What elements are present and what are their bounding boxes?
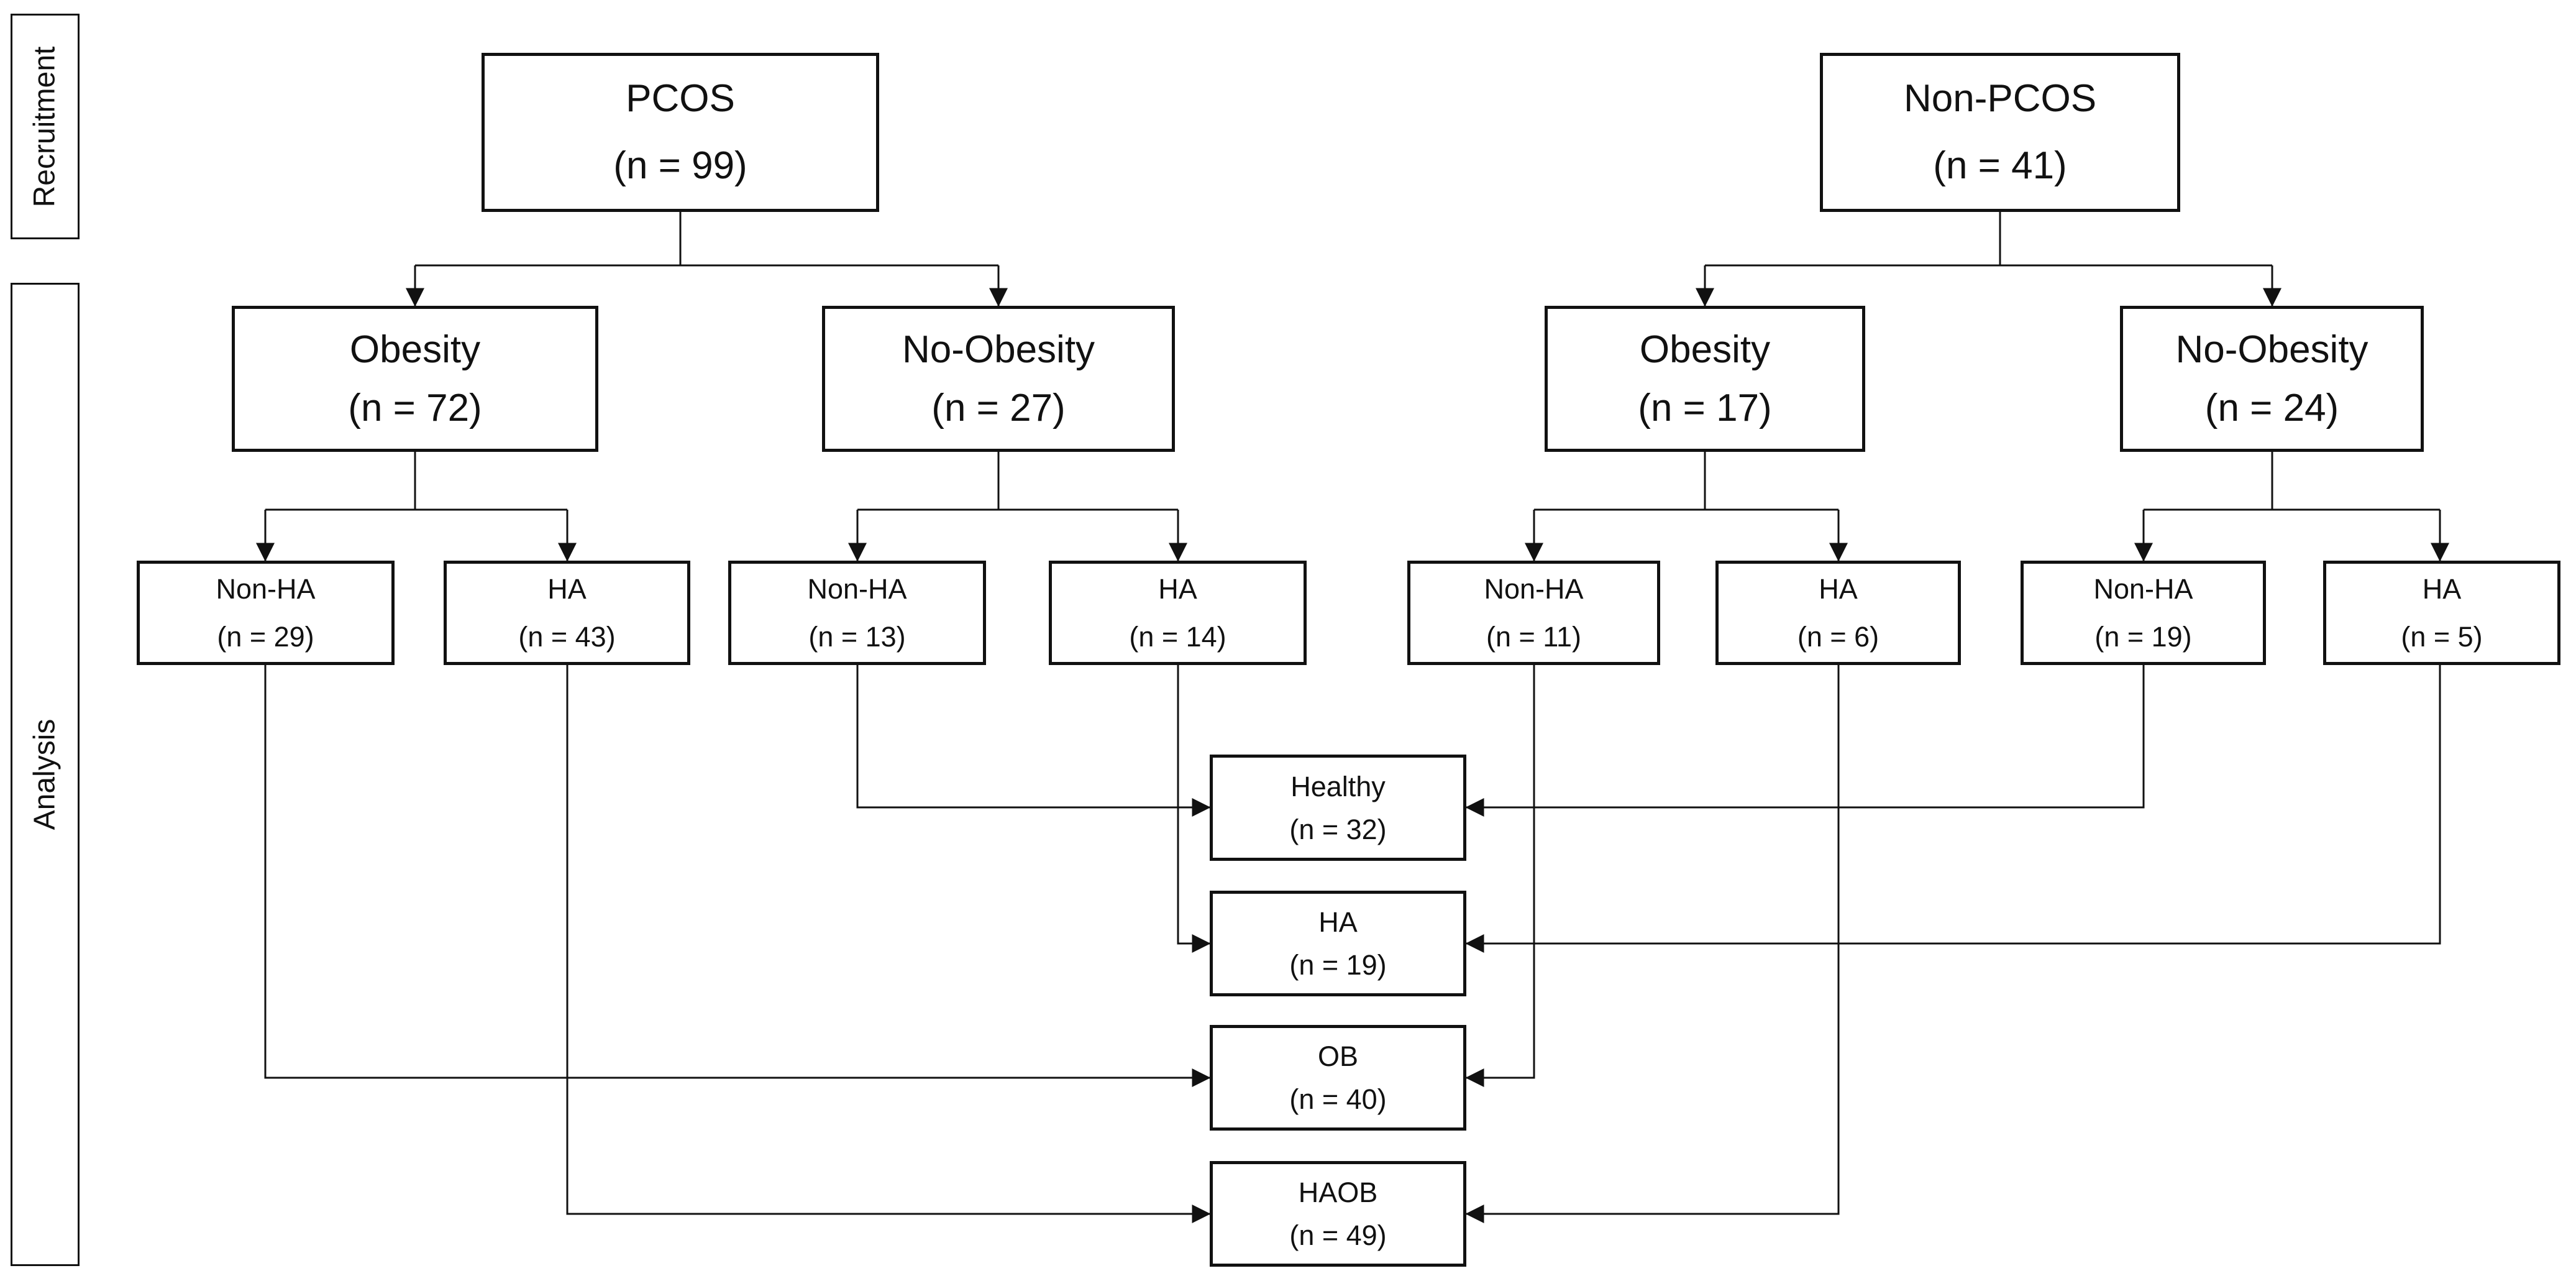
node-count: (n = 17) (1638, 386, 1772, 429)
node-count: (n = 41) (1933, 144, 2067, 187)
node-pcos-no-obesity-non-ha: Non-HA (n = 13) (728, 561, 986, 665)
node-count: (n = 5) (2401, 621, 2483, 653)
node-count: (n = 6) (1797, 621, 1879, 653)
node-label: No-Obesity (902, 328, 1095, 371)
connector-ha5-to-ha-group (1465, 665, 2441, 953)
node-non-pcos-obesity: Obesity (n = 17) (1545, 306, 1865, 452)
node-non-pcos-no-obesity-ha: HA (n = 5) (2323, 561, 2560, 665)
stage-label-recruitment: Recruitment (28, 46, 62, 207)
connector-ha14-to-ha-group (1177, 665, 1211, 953)
node-label: Non-PCOS (1903, 77, 2097, 120)
node-label: HA (547, 573, 587, 605)
node-label: HA (1819, 573, 1858, 605)
node-group-healthy: Healthy (n = 32) (1210, 755, 1466, 861)
node-non-pcos-obesity-non-ha: Non-HA (n = 11) (1407, 561, 1660, 665)
node-label: Non-HA (2093, 573, 2193, 605)
node-pcos-obesity-ha: HA (n = 43) (444, 561, 690, 665)
node-pcos-no-obesity: No-Obesity (n = 27) (822, 306, 1175, 452)
node-group-ob: OB (n = 40) (1210, 1025, 1466, 1131)
node-label: Obesity (1639, 328, 1771, 371)
node-count: (n = 32) (1289, 813, 1387, 845)
node-non-pcos: Non-PCOS (n = 41) (1820, 53, 2180, 212)
node-count: (n = 14) (1129, 621, 1226, 653)
connector-ha6-to-haob-group (1465, 665, 1840, 1223)
connector-non-ha13-to-healthy (856, 665, 1211, 817)
node-pcos: PCOS (n = 99) (482, 53, 879, 212)
node-group-haob: HAOB (n = 49) (1210, 1161, 1466, 1267)
node-count: (n = 13) (808, 621, 906, 653)
node-pcos-no-obesity-ha: HA (n = 14) (1049, 561, 1307, 665)
node-label: Non-HA (807, 573, 907, 605)
node-label: HA (2422, 573, 2462, 605)
node-count: (n = 40) (1289, 1083, 1387, 1115)
connector-non-ha11-to-ob-group (1465, 665, 1535, 1087)
node-label: Non-HA (216, 573, 316, 605)
node-non-pcos-no-obesity-non-ha: Non-HA (n = 19) (2021, 561, 2266, 665)
connector-non-ha19-to-healthy (1465, 665, 2145, 817)
node-group-ha: HA (n = 19) (1210, 891, 1466, 996)
node-count: (n = 49) (1289, 1219, 1387, 1251)
node-count: (n = 29) (217, 621, 314, 653)
node-label: No-Obesity (2175, 328, 2368, 371)
node-label: OB (1317, 1040, 1359, 1072)
node-label: HAOB (1298, 1177, 1378, 1208)
node-non-pcos-no-obesity: No-Obesity (n = 24) (2120, 306, 2424, 452)
node-label: Non-HA (1484, 573, 1584, 605)
connector-non-ha29-to-ob-group (264, 665, 1211, 1087)
node-count: (n = 11) (1486, 621, 1581, 653)
connector-ha43-to-haob-group (566, 665, 1211, 1223)
stage-band-recruitment: Recruitment (11, 14, 80, 239)
node-label: Obesity (349, 328, 481, 371)
node-count: (n = 19) (2094, 621, 2192, 653)
node-label: HA (1158, 573, 1197, 605)
node-count: (n = 24) (2204, 386, 2339, 429)
stage-band-analysis: Analysis (11, 283, 80, 1266)
node-count: (n = 72) (348, 386, 482, 429)
stage-label-analysis: Analysis (28, 719, 62, 830)
node-pcos-obesity-non-ha: Non-HA (n = 29) (137, 561, 395, 665)
node-label: HA (1318, 906, 1358, 938)
node-pcos-obesity: Obesity (n = 72) (232, 306, 598, 452)
node-count: (n = 43) (518, 621, 616, 653)
node-label: PCOS (626, 77, 735, 120)
node-count: (n = 19) (1289, 949, 1387, 981)
node-count: (n = 27) (931, 386, 1066, 429)
node-non-pcos-obesity-ha: HA (n = 6) (1715, 561, 1961, 665)
node-count: (n = 99) (613, 144, 747, 187)
node-label: Healthy (1290, 770, 1386, 802)
